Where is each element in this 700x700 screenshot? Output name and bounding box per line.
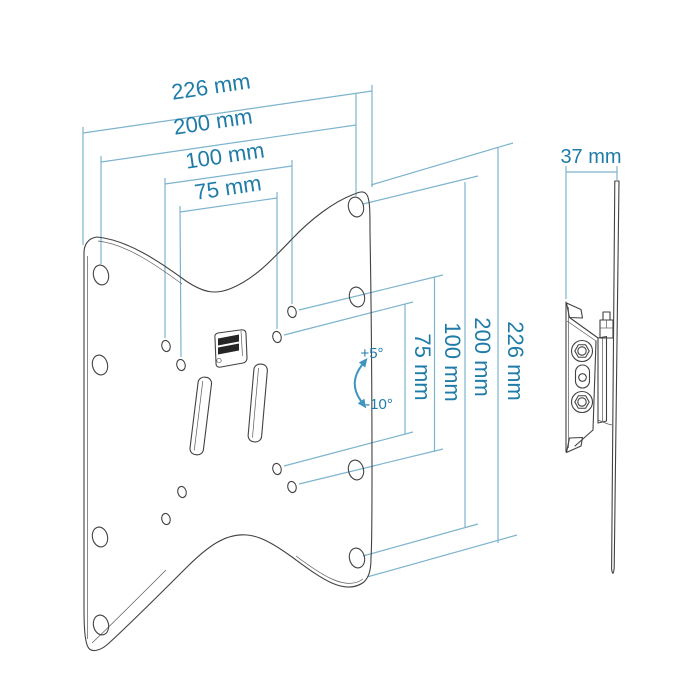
vesa-hole bbox=[272, 330, 282, 344]
vesa-plate-outline bbox=[83, 191, 373, 652]
wall-bracket-side-profile bbox=[565, 301, 614, 454]
mounting-hole bbox=[348, 286, 366, 308]
hex-bolt-bottom bbox=[570, 390, 594, 414]
mounting-hole bbox=[91, 526, 109, 548]
bracket-top-tab bbox=[565, 302, 584, 319]
vesa-pattern-holes bbox=[161, 305, 297, 526]
plate-edge-thickness-top bbox=[97, 240, 183, 285]
plate-edge-thickness-bottom-right bbox=[295, 555, 364, 584]
tilt-down-label: -10° bbox=[365, 396, 393, 413]
vesa-hole bbox=[177, 485, 187, 499]
vesa-hole bbox=[287, 305, 297, 319]
right-dimension-200: 200 mm bbox=[362, 175, 495, 557]
tilt-annotation: +5° -10° bbox=[353, 345, 393, 413]
left-hook-slot bbox=[189, 376, 213, 456]
dim-label-75-right: 75 mm bbox=[410, 333, 435, 400]
vesa-hole bbox=[161, 339, 171, 353]
vesa-plate-front-view bbox=[83, 191, 373, 652]
dim-label-100-right: 100 mm bbox=[440, 322, 465, 401]
dim-label-200-right: 200 mm bbox=[470, 317, 495, 396]
center-latch bbox=[214, 329, 248, 368]
dim-label-226-top: 226 mm bbox=[170, 68, 252, 104]
latch-stripe bbox=[218, 343, 239, 355]
dim-label-75-top: 75 mm bbox=[193, 170, 263, 204]
top-dimension-100: 100 mm bbox=[164, 137, 293, 338]
plate-edge-thickness-bottom-left bbox=[91, 569, 167, 644]
latch-stripe bbox=[218, 334, 239, 346]
tilt-up-label: +5° bbox=[360, 345, 383, 362]
mounting-hole bbox=[347, 459, 365, 481]
side-view: 37 mm bbox=[560, 146, 622, 574]
top-dimension-75: 75 mm bbox=[179, 170, 278, 358]
tilt-arc bbox=[353, 364, 363, 402]
vesa-hole bbox=[287, 480, 297, 494]
right-dimension-75: 75 mm bbox=[283, 301, 435, 467]
tv-plate-side-profile bbox=[611, 180, 620, 574]
mounting-hole bbox=[348, 547, 366, 569]
vesa-hole bbox=[176, 358, 186, 372]
plate-holder-bar bbox=[597, 335, 608, 424]
dim-label-37-side: 37 mm bbox=[560, 146, 621, 168]
adjustment-slot bbox=[574, 364, 591, 389]
side-latch bbox=[599, 311, 614, 339]
vesa-hole bbox=[272, 462, 282, 476]
dim-label-200-top: 200 mm bbox=[172, 103, 254, 139]
tilt-arrow-down-icon bbox=[357, 398, 367, 409]
right-dimension-100: 100 mm bbox=[298, 274, 465, 485]
hex-bolt-top bbox=[570, 339, 594, 363]
latch-pin bbox=[216, 357, 222, 364]
right-dimension-226: 226 mm bbox=[366, 142, 528, 578]
side-depth-dimension: 37 mm bbox=[560, 146, 622, 299]
dim-label-226-right: 226 mm bbox=[503, 321, 528, 400]
bracket-bottom-tab bbox=[565, 436, 584, 454]
vesa-hole bbox=[161, 512, 171, 526]
dim-label-100-top: 100 mm bbox=[184, 137, 266, 173]
right-hook-slot bbox=[247, 363, 268, 443]
mounting-hole bbox=[347, 196, 365, 218]
mounting-hole bbox=[92, 614, 110, 636]
mounting-hole bbox=[91, 354, 109, 376]
tilt-arrow-up-icon bbox=[358, 358, 368, 368]
mounting-hole bbox=[92, 264, 110, 286]
outer-mounting-holes bbox=[91, 196, 366, 636]
